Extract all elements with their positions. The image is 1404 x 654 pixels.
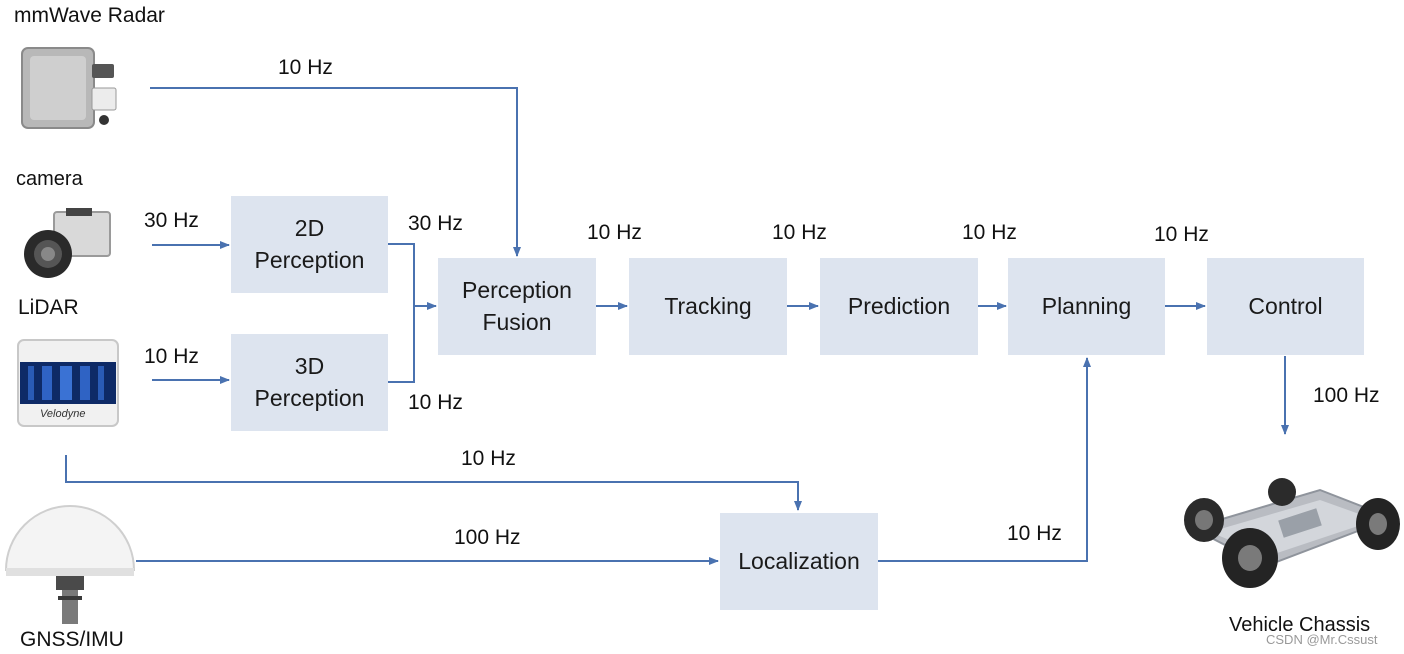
- rate-planning-to-control: 10 Hz: [1154, 223, 1209, 246]
- rate-lidar-to-3d: 10 Hz: [144, 345, 199, 368]
- gnss-antenna-icon: [4, 505, 136, 624]
- arrow-localization-to-planning: [878, 357, 1091, 562]
- localization-label: Localization: [738, 547, 860, 574]
- rate-gnss-to-localization: 100 Hz: [454, 526, 521, 549]
- rate-control-to-chassis: 100 Hz: [1313, 384, 1380, 407]
- arrow-radar-to-fusion: [150, 87, 521, 257]
- planning-label: Planning: [1041, 292, 1132, 319]
- camera-icon: [24, 208, 111, 278]
- perception-2d-label: 2D Perception: [254, 215, 365, 273]
- tracking-box: Tracking: [629, 258, 787, 355]
- watermark: CSDN @Mr.Cssust: [1266, 632, 1378, 647]
- rate-perception3d-out: 10 Hz: [408, 391, 463, 414]
- rate-lidar-to-localization: 10 Hz: [461, 447, 516, 470]
- rate-fusion-to-tracking: 10 Hz: [587, 221, 642, 244]
- radar-icon: [21, 47, 117, 129]
- vehicle-chassis-icon: [1184, 478, 1400, 588]
- control-box: Control: [1207, 258, 1364, 355]
- lidar-label: LiDAR: [18, 296, 79, 319]
- arrow-3d-to-fusion: [388, 306, 415, 383]
- perception-3d-label: 3D Perception: [254, 353, 365, 411]
- localization-box: Localization: [720, 513, 878, 610]
- lidar-icon: [17, 339, 119, 427]
- perception-fusion-box: Perception Fusion: [438, 258, 596, 355]
- arrow-2d-to-fusion: [388, 243, 437, 310]
- lidar-brand-text: Velodyne: [40, 408, 86, 420]
- perception-fusion-label: Perception Fusion: [462, 277, 572, 335]
- tracking-label: Tracking: [664, 292, 752, 319]
- rate-camera-to-2d: 30 Hz: [144, 209, 199, 232]
- gnss-label: GNSS/IMU: [20, 628, 124, 651]
- radar-label: mmWave Radar: [14, 4, 165, 27]
- prediction-box: Prediction: [820, 258, 978, 355]
- vehicle-chassis-label: Vehicle Chassis: [1229, 614, 1371, 636]
- perception-2d-box: 2D Perception: [231, 196, 388, 293]
- rate-perception2d-out: 30 Hz: [408, 212, 463, 235]
- planning-box: Planning: [1008, 258, 1165, 355]
- camera-label: camera: [16, 168, 83, 190]
- rate-tracking-to-prediction: 10 Hz: [772, 221, 827, 244]
- rate-prediction-to-planning: 10 Hz: [962, 221, 1017, 244]
- arrow-lidar-to-localization: [65, 455, 802, 511]
- rate-radar-to-fusion: 10 Hz: [278, 56, 333, 79]
- rate-localization-to-planning: 10 Hz: [1007, 522, 1062, 545]
- control-label: Control: [1248, 292, 1323, 319]
- prediction-label: Prediction: [847, 292, 951, 319]
- perception-3d-box: 3D Perception: [231, 334, 388, 431]
